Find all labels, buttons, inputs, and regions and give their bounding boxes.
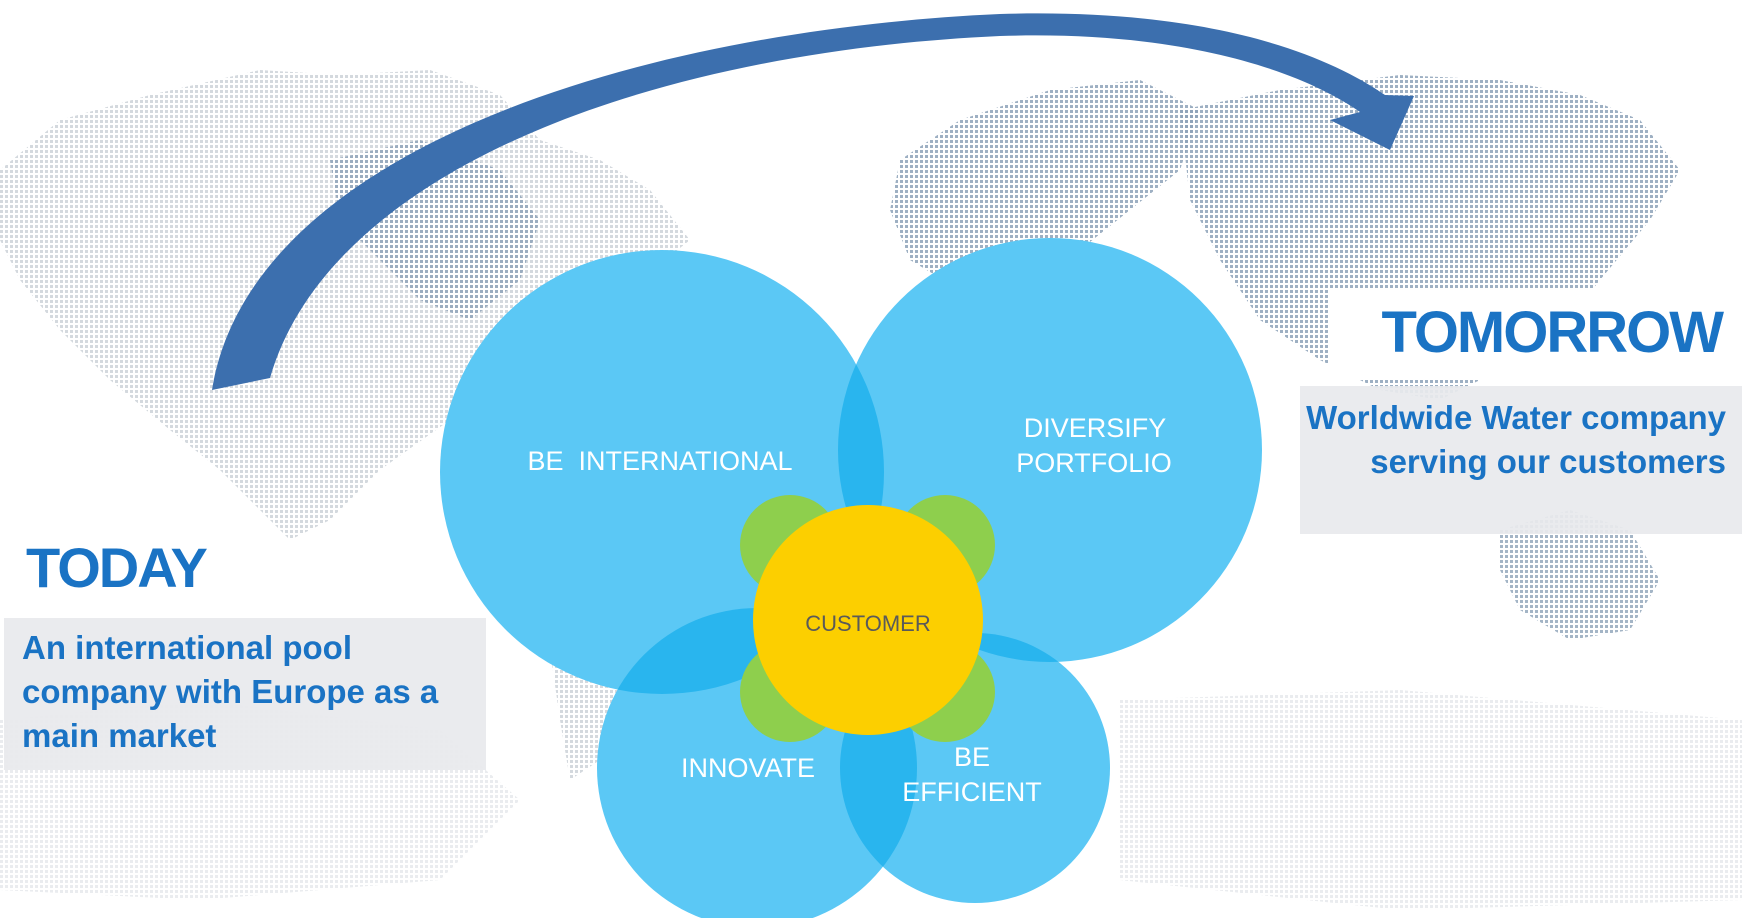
transition-arrow <box>212 13 1414 391</box>
tomorrow-description: Worldwide Water company serving our cust… <box>1300 386 1742 534</box>
label-be-international: BE INTERNATIONAL <box>527 446 792 476</box>
label-customer: CUSTOMER <box>805 611 931 636</box>
today-description: An international pool company with Europ… <box>4 618 486 770</box>
continent-australia <box>1500 510 1660 640</box>
tomorrow-heading: TOMORROW <box>1330 290 1740 378</box>
continent-europe <box>890 80 1200 290</box>
today-heading: TODAY <box>6 530 274 608</box>
label-innovate: INNOVATE <box>681 753 815 783</box>
center-customer-circle <box>753 505 983 735</box>
label-diversify-line1: DIVERSIFY <box>1024 413 1167 443</box>
label-efficient-line1: BE <box>954 742 990 772</box>
label-diversify-line2: PORTFOLIO <box>1016 448 1172 478</box>
label-efficient-line2: EFFICIENT <box>902 777 1042 807</box>
